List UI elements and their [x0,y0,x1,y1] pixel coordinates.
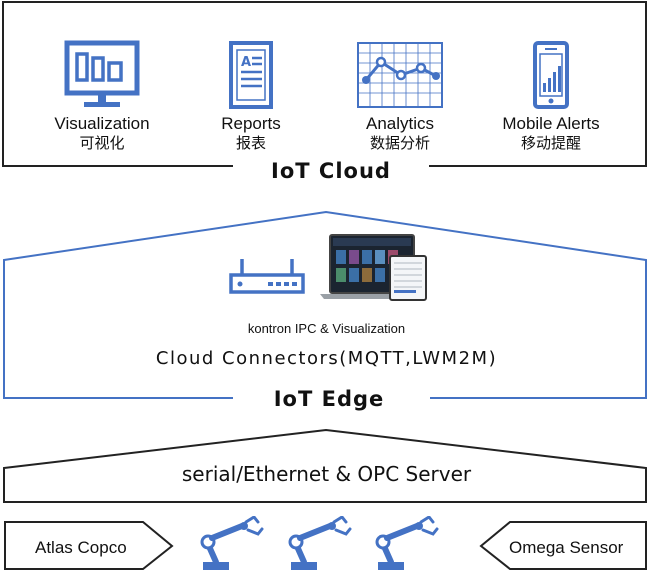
iot-cloud-title: IoT Cloud [233,156,429,186]
cloud-connectors-label: Cloud Connectors(MQTT,LWM2M) [155,348,498,369]
omega-sensor-arrow [479,521,647,570]
iot-edge-title: IoT Edge [235,384,423,414]
device-caption: kontron IPC & Visualization [247,321,406,336]
transport-box [3,428,647,503]
monitor-dashboard-icon [64,40,140,107]
atlas-copco-label: Atlas Copco [35,538,127,557]
tile-label-cn: 移动提醒 [520,134,581,152]
tile-label-cn: 可视化 [79,134,125,152]
omega-sensor-label: Omega Sensor [509,538,624,557]
atlas-copco-arrow [4,521,174,570]
tile-label-cn: 数据分析 [369,134,430,152]
robot-arm-icon [288,516,352,570]
line-chart-icon [357,42,443,108]
tile-reports: A Reports 报表 [176,40,326,153]
robot-arm-icon [375,516,439,570]
tile-label-en: Analytics [365,114,435,133]
tile-label-en: Visualization [54,114,150,133]
tile-label-en: Mobile Alerts [502,114,600,133]
transport-label: serial/Ethernet & OPC Server [181,462,472,486]
tile-mobile-alerts: Mobile Alerts 移动提醒 [476,40,626,153]
tile-analytics: Analytics 数据分析 [325,40,475,153]
tile-label-en: Reports [221,114,281,133]
report-document-icon: A [229,41,273,109]
tile-visualization: Visualization 可视化 [27,40,177,153]
tile-label-cn: 报表 [235,134,266,152]
svg-text:A: A [241,55,251,70]
mobile-phone-icon [533,41,569,109]
robot-arm-icon [200,516,264,570]
router-icon [229,259,305,294]
laptop-visualization-icon [320,234,427,301]
